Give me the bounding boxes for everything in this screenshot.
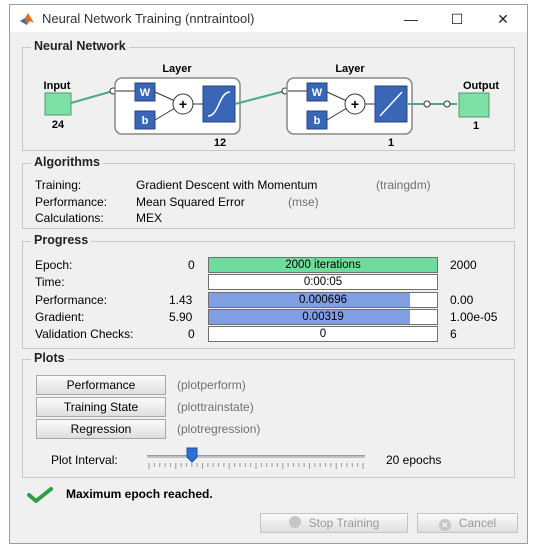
performance-start: 1.43	[169, 293, 193, 307]
calculations-value: MEX	[136, 211, 163, 225]
status-message: Maximum epoch reached.	[66, 487, 213, 501]
minimize-button[interactable]: —	[404, 11, 418, 27]
output-size: 1	[473, 120, 479, 132]
neural-network-panel: Neural Network Input 24 Layer W b + 12	[22, 39, 515, 151]
gradient-progress-text: 0.00319	[302, 311, 344, 323]
plot-regression-button[interactable]: Regression	[36, 419, 166, 439]
layer2-bias-symbol: b	[314, 115, 321, 127]
validation-checks-progress-bar: 0	[208, 326, 438, 342]
epoch-progress-fill	[209, 258, 437, 272]
epoch-progress-text: 2000 iterations	[285, 259, 361, 271]
epoch-end: 2000	[450, 258, 477, 272]
plot-training-state-code: (plottrainstate)	[177, 400, 254, 414]
input-size: 24	[52, 119, 65, 131]
cancel-icon: ✕	[438, 519, 451, 531]
gradient-end: 1.00e-05	[450, 310, 498, 324]
progress-title: Progress	[31, 233, 92, 247]
layer1-b-to-sum	[154, 107, 176, 121]
plots-panel: Plots Performance (plotperform) Training…	[22, 351, 515, 478]
matlab-logo-icon	[20, 13, 34, 25]
layer2-size: 1	[388, 137, 394, 149]
plot-interval-slider-thumb[interactable]	[186, 447, 198, 463]
layer1-label: Layer	[162, 63, 192, 75]
plot-interval-slider-track	[147, 455, 365, 458]
validation-checks-end: 6	[450, 327, 457, 341]
checkmark-icon	[27, 487, 53, 503]
stop-training-label: Stop Training	[308, 516, 380, 530]
performance-code: (mse)	[288, 195, 319, 209]
output-label: Output	[463, 80, 499, 92]
performance-label: Performance:	[35, 195, 108, 209]
performance-progress-bar: 0.000696	[208, 292, 438, 308]
epoch-start: 0	[188, 258, 195, 272]
plot-performance-code: (plotperform)	[177, 378, 246, 392]
plots-title: Plots	[31, 351, 68, 365]
stop-icon	[288, 516, 301, 528]
layer1-w-to-sum	[154, 91, 176, 102]
cancel-label: Cancel	[458, 516, 497, 530]
gradient-label: Gradient:	[35, 310, 85, 324]
layer2-output-node-b	[443, 100, 451, 108]
input-block	[44, 92, 72, 116]
performance-progress-fill	[209, 293, 410, 307]
nntraintool-window: Neural Network Training (nntraintool) — …	[9, 4, 528, 544]
gradient-start: 5.90	[169, 310, 193, 324]
neural-network-title: Neural Network	[31, 39, 129, 53]
time-progress-text: 0:00:05	[303, 276, 343, 288]
time-progress-bar: 0:00:05	[208, 274, 438, 290]
plot-interval-label: Plot Interval:	[51, 453, 118, 467]
performance-progress-text: 0.000696	[299, 294, 347, 306]
algorithms-panel: Algorithms Training: Gradient Descent wi…	[22, 155, 515, 229]
layer1-output-arrow	[234, 90, 286, 105]
layer2-sum-symbol: +	[351, 96, 359, 112]
layer2-label: Layer	[335, 63, 365, 75]
performance-end: 0.00	[450, 293, 474, 307]
layer2-w-to-sum	[326, 91, 348, 102]
plot-regression-code: (plotregression)	[177, 422, 261, 436]
cancel-button[interactable]: ✕ Cancel	[417, 513, 518, 533]
validation-checks-progress-text: 0	[319, 328, 327, 340]
progress-panel: Progress Epoch: 0 2000 iterations 2000 T…	[22, 233, 515, 349]
training-code: (traingdm)	[376, 178, 431, 192]
layer2-purelin-line	[379, 91, 403, 117]
plot-interval-slider[interactable]	[147, 444, 365, 472]
maximize-button[interactable]: ☐	[450, 11, 464, 27]
plot-training-state-button[interactable]: Training State	[36, 397, 166, 417]
output-block	[458, 92, 490, 118]
algorithms-title: Algorithms	[31, 155, 103, 169]
layer1-tansig-curve	[207, 91, 231, 117]
gradient-progress-fill	[209, 310, 410, 324]
input-label: Input	[44, 80, 71, 92]
layer1-size: 12	[214, 137, 226, 149]
layer2-weight-symbol: W	[312, 87, 323, 99]
epoch-label: Epoch:	[35, 258, 73, 272]
epoch-progress-bar: 2000 iterations	[208, 257, 438, 273]
plot-performance-button[interactable]: Performance	[36, 375, 166, 395]
layer2-output-node-a	[423, 100, 431, 108]
performance-value: Mean Squared Error	[136, 195, 245, 209]
plot-interval-value: 20 epochs	[386, 453, 442, 467]
training-label: Training:	[35, 178, 82, 192]
gradient-progress-bar: 0.00319	[208, 309, 438, 325]
training-value: Gradient Descent with Momentum	[136, 178, 318, 192]
window-title: Neural Network Training (nntraintool)	[42, 11, 255, 26]
validation-checks-label: Validation Checks:	[35, 327, 134, 341]
layer2-b-to-sum	[326, 107, 348, 121]
title-bar: Neural Network Training (nntraintool) — …	[10, 5, 527, 32]
plot-interval-slider-ticks	[148, 463, 364, 469]
time-label: Time:	[35, 275, 65, 289]
input-arrow	[70, 90, 114, 104]
close-button[interactable]: ✕	[497, 11, 509, 27]
network-diagram: Input 24 Layer W b + 12 Layer	[44, 63, 500, 149]
performance-progress-label: Performance:	[35, 293, 108, 307]
layer1-sum-symbol: +	[179, 96, 187, 112]
stop-training-button[interactable]: Stop Training	[260, 513, 408, 533]
layer1-weight-symbol: W	[140, 87, 151, 99]
calculations-label: Calculations:	[35, 211, 104, 225]
validation-checks-start: 0	[188, 327, 195, 341]
layer1-bias-symbol: b	[142, 115, 149, 127]
